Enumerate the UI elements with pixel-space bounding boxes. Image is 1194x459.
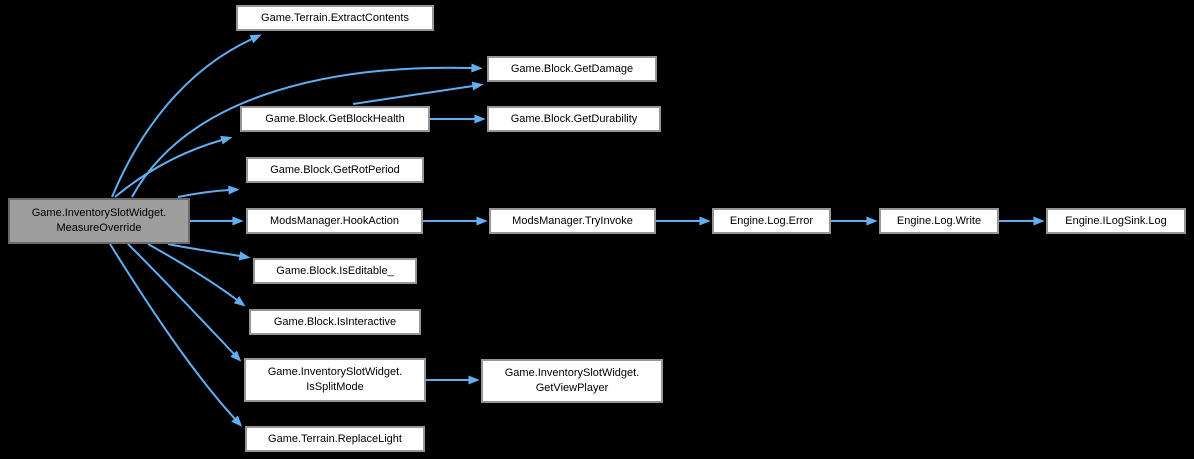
edge-measureoverride-getrotperiod xyxy=(177,185,240,198)
edge-measureoverride-getblockhealth xyxy=(114,135,233,198)
node-is-split-mode[interactable]: Game.InventorySlotWidget. IsSplitMode xyxy=(244,358,426,402)
node-log-write[interactable]: Engine.Log.Write xyxy=(879,208,999,234)
node-extract-contents[interactable]: Game.Terrain.ExtractContents xyxy=(236,5,434,31)
node-is-interactive[interactable]: Game.Block.IsInteractive xyxy=(249,309,421,335)
node-replace-light[interactable]: Game.Terrain.ReplaceLight xyxy=(245,426,425,452)
node-get-damage[interactable]: Game.Block.GetDamage xyxy=(487,56,657,82)
edge-getblockhealth-getdamage xyxy=(352,81,484,105)
edge-measureoverride-issplitmode xyxy=(127,243,242,362)
edge-measureoverride-isinteractive xyxy=(147,243,246,307)
edge-measureoverride-getdamage xyxy=(131,63,483,198)
edge-measureoverride-iseditable xyxy=(167,243,251,261)
node-measure-override: Game.InventorySlotWidget. MeasureOverrid… xyxy=(8,198,190,244)
node-log-error[interactable]: Engine.Log.Error xyxy=(712,208,831,234)
node-get-view-player[interactable]: Game.InventorySlotWidget. GetViewPlayer xyxy=(481,359,663,403)
node-hook-action[interactable]: ModsManager.HookAction xyxy=(246,208,423,234)
edge-measureoverride-replacelight xyxy=(109,243,243,427)
node-is-editable[interactable]: Game.Block.IsEditable_ xyxy=(253,258,417,284)
node-get-durability[interactable]: Game.Block.GetDurability xyxy=(487,106,661,132)
node-get-block-health[interactable]: Game.Block.GetBlockHealth xyxy=(240,106,430,132)
node-try-invoke[interactable]: ModsManager.TryInvoke xyxy=(489,208,656,234)
node-get-rot-period[interactable]: Game.Block.GetRotPeriod xyxy=(246,157,424,183)
edge-measureoverride-extractcontents xyxy=(111,34,262,198)
node-ilogsink-log[interactable]: Engine.ILogSink.Log xyxy=(1046,208,1186,234)
